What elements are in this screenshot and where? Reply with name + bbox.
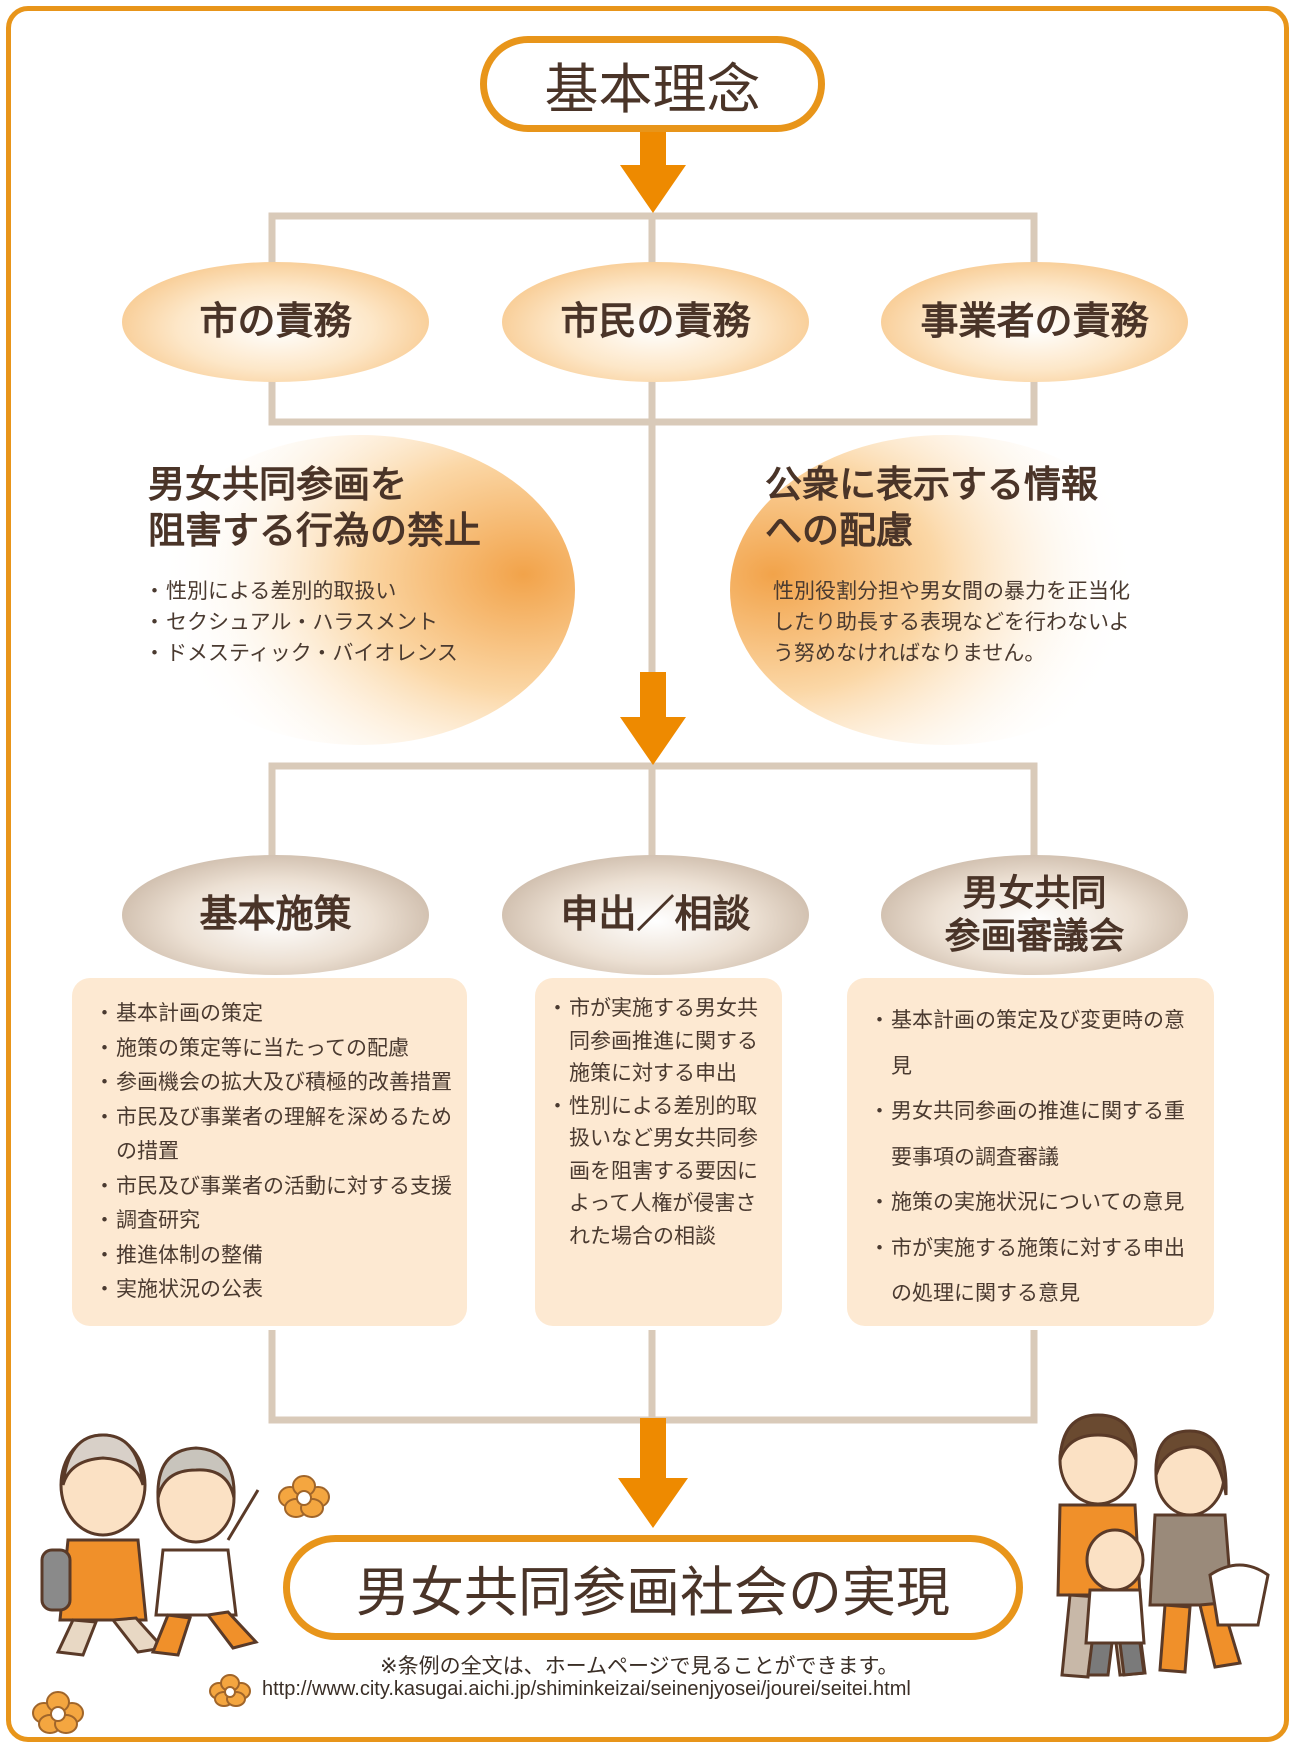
arrow-2 bbox=[620, 672, 686, 765]
flow-arrows bbox=[618, 130, 688, 1528]
elderly-couple-illustration bbox=[40, 1433, 260, 1657]
list-item: 基本計画の策定及び変更時の意見 bbox=[869, 998, 1202, 1089]
prohibition-section: 男女共同参画を 阻害する行為の禁止 性別による差別的取扱い セクシュアル・ハラス… bbox=[144, 462, 568, 669]
consultation-oval: 申出／相談 bbox=[502, 855, 809, 975]
duty-city: 市の責務 bbox=[122, 262, 429, 382]
council-box: 基本計画の策定及び変更時の意見 男女共同参画の推進に関する重要事項の調査審議 施… bbox=[847, 978, 1214, 1326]
basic-policy-oval: 基本施策 bbox=[122, 855, 429, 975]
page-frame bbox=[6, 6, 1289, 1742]
family-illustration bbox=[1056, 1413, 1270, 1679]
list-item: 市が実施する施策に対する申出の処理に関する意見 bbox=[869, 1226, 1202, 1317]
consideration-title: 公衆に表示する情報 への配慮 bbox=[765, 463, 1098, 552]
list-item: 性別による差別的取扱い bbox=[144, 576, 568, 607]
list-item: 施策の策定等に当たっての配慮 bbox=[94, 1031, 457, 1066]
list-item: 実施状況の公表 bbox=[94, 1272, 457, 1307]
flower-icon bbox=[32, 1691, 84, 1734]
list-item: 調査研究 bbox=[94, 1203, 457, 1238]
prohibition-list: 性別による差別的取扱い セクシュアル・ハラスメント ドメスティック・バイオレンス bbox=[144, 576, 568, 669]
list-item: 施策の実施状況についての意見 bbox=[869, 1180, 1202, 1226]
consideration-section: 公衆に表示する情報 への配慮 性別役割分担や男女間の暴力を正当化したり助長する表… bbox=[765, 462, 1135, 669]
duty-businesses: 事業者の責務 bbox=[881, 262, 1188, 382]
list-item: 性別による差別的取扱いなど男女共同参画を阻害する要因によって人権が侵害された場合… bbox=[547, 1090, 770, 1253]
prohibition-title: 男女共同参画を 阻害する行為の禁止 bbox=[148, 463, 481, 552]
council-oval: 男女共同 参画審議会 bbox=[881, 855, 1188, 975]
list-item: 参画機会の拡大及び積極的改善措置 bbox=[94, 1065, 457, 1100]
list-item: 市が実施する男女共同参画推進に関する施策に対する申出 bbox=[547, 992, 770, 1090]
basic-policy-list: 基本計画の策定 施策の策定等に当たっての配慮 参画機会の拡大及び積極的改善措置 … bbox=[94, 996, 457, 1307]
flower-icon bbox=[209, 1674, 251, 1707]
list-item: ドメスティック・バイオレンス bbox=[144, 638, 568, 669]
arrow-1 bbox=[620, 130, 686, 213]
arrow-3 bbox=[618, 1418, 688, 1528]
list-item: 推進体制の整備 bbox=[94, 1238, 457, 1273]
footer-url[interactable]: http://www.city.kasugai.aichi.jp/shimink… bbox=[262, 1678, 911, 1700]
list-item: セクシュアル・ハラスメント bbox=[144, 607, 568, 638]
basic-policy-box: 基本計画の策定 施策の策定等に当たっての配慮 参画機会の拡大及び積極的改善措置 … bbox=[72, 978, 467, 1326]
consultation-list: 市が実施する男女共同参画推進に関する施策に対する申出 性別による差別的取扱いなど… bbox=[547, 992, 770, 1252]
goal-title: 男女共同参画社会の実現 bbox=[283, 1535, 1023, 1640]
list-item: 基本計画の策定 bbox=[94, 996, 457, 1031]
list-item: 男女共同参画の推進に関する重要事項の調査審議 bbox=[869, 1089, 1202, 1180]
duty-citizens: 市民の責務 bbox=[502, 262, 809, 382]
basic-principle-title: 基本理念 bbox=[480, 36, 825, 132]
flower-icon bbox=[278, 1475, 330, 1518]
consultation-box: 市が実施する男女共同参画推進に関する施策に対する申出 性別による差別的取扱いなど… bbox=[535, 978, 782, 1326]
council-list: 基本計画の策定及び変更時の意見 男女共同参画の推進に関する重要事項の調査審議 施… bbox=[869, 998, 1202, 1317]
consideration-text: 性別役割分担や男女間の暴力を正当化したり助長する表現などを行わないよう努めなけれ… bbox=[773, 579, 1130, 665]
list-item: 市民及び事業者の理解を深めるための措置 bbox=[94, 1100, 457, 1169]
footer-note: ※条例の全文は、ホームページで見ることができます。 bbox=[380, 1654, 899, 1678]
list-item: 市民及び事業者の活動に対する支援 bbox=[94, 1169, 457, 1204]
